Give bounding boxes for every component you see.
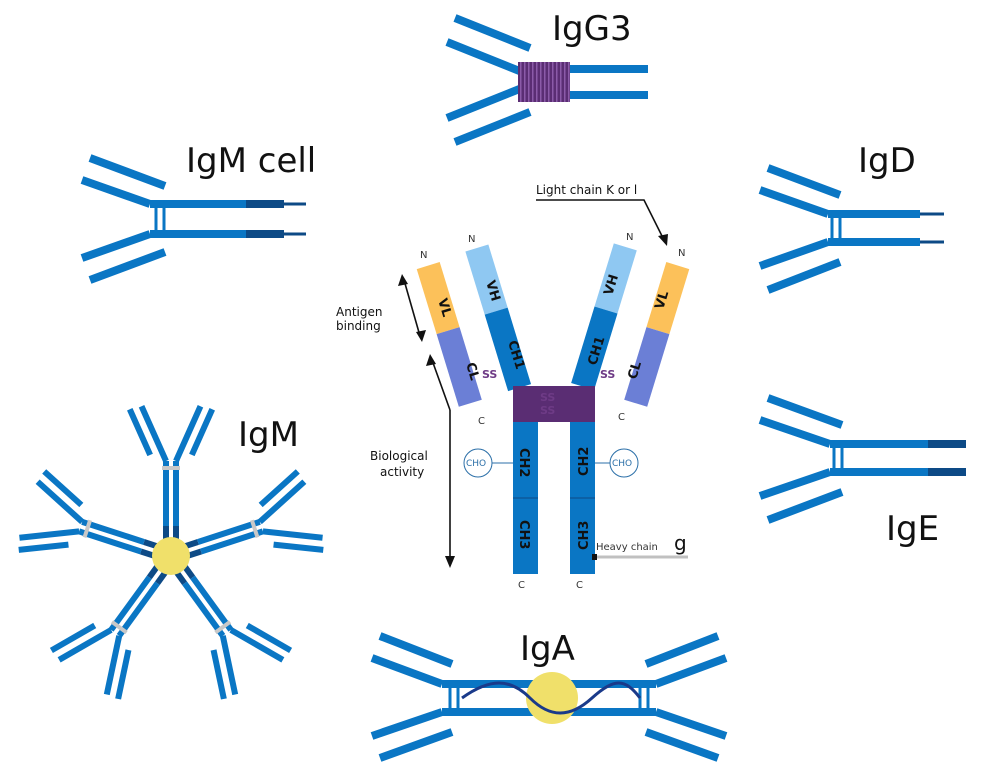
light-chain-pointer — [536, 199, 665, 241]
igm-monomer-2-light-arm — [258, 469, 300, 508]
left-heavy-c: C — [518, 580, 525, 591]
igm-cell-label: IgM cell — [186, 141, 316, 181]
igm-monomer-3-light-arm — [245, 622, 293, 654]
igg3-antibody: IgG3 — [445, 9, 648, 146]
right-vl-label: VL — [652, 289, 672, 311]
right-vh-label: VH — [601, 273, 621, 297]
right-light-c: C — [618, 412, 625, 423]
igm-monomer-3-light-arm — [210, 649, 227, 700]
antigen-binding-label-2: binding — [336, 319, 381, 333]
right-heavy-c: C — [576, 580, 583, 591]
igm-cell-antibody: IgM cell — [80, 141, 316, 284]
igg3-hinge — [518, 62, 570, 102]
right-vl-domain — [646, 262, 690, 335]
igm-monomer-2-heavy-arm — [257, 479, 307, 525]
igm-label: IgM — [238, 415, 299, 455]
right-cho-group — [609, 448, 639, 478]
igm-monomer-2-fc — [200, 528, 264, 555]
right-cho-label: CHO — [612, 459, 632, 469]
right-interchain-ss: SS — [600, 368, 615, 381]
igm-monomer-2-fc — [197, 519, 261, 545]
igm-monomer-1-heavy-arm — [138, 404, 169, 463]
hinge-ss-bottom: SS — [540, 404, 555, 417]
igm-monomer-5-light-arm — [18, 541, 69, 553]
igm-monomer-3-link — [214, 620, 232, 635]
igm-monomer-5-link — [82, 519, 92, 538]
left-vh-label: VH — [482, 279, 502, 303]
left-light-n: N — [420, 250, 427, 261]
left-cl-domain — [436, 327, 482, 407]
igm-pentamer — [18, 404, 324, 700]
igm-monomer-4-link — [110, 620, 128, 635]
igm-monomer-5-heavy-arm — [19, 528, 80, 541]
right-cl-domain — [624, 327, 670, 407]
right-ch1-domain — [571, 306, 618, 391]
igm-monomer-5-fc — [81, 519, 145, 545]
biological-activity-label-2: activity — [380, 465, 424, 479]
right-ch3-label: CH3 — [577, 521, 592, 550]
left-light-c: C — [478, 416, 485, 427]
iga-secretory-component — [461, 681, 642, 715]
igm-monomer-5-fc — [78, 528, 142, 555]
left-cho-group — [463, 448, 493, 478]
right-light-n: N — [678, 248, 685, 259]
left-ch3-domain — [513, 498, 538, 574]
igm-monomer-1-heavy-arm — [173, 404, 204, 463]
igm-monomer-4-fc — [116, 581, 160, 638]
igm-j-chain — [152, 537, 190, 575]
igm-monomer-3-heavy-arm — [219, 635, 239, 696]
igm-monomer-2-link — [250, 519, 260, 538]
right-ch2-label: CH2 — [577, 447, 592, 476]
hinge-region — [513, 386, 595, 422]
igm-monomer-4-fc — [108, 575, 152, 632]
igm-monomer-1-light-arm — [127, 408, 153, 457]
ige-antibody: IgE — [758, 394, 966, 549]
igm-monomer-5-light-arm — [42, 469, 84, 508]
heavy-chain-letter: g — [674, 531, 687, 555]
left-interchain-ss: SS — [482, 368, 497, 381]
igm-monomer-2-heavy-arm — [262, 528, 323, 541]
igd-antibody: IgD — [758, 141, 944, 294]
left-ch1-domain — [484, 307, 532, 392]
right-cl-label: CL — [625, 360, 645, 381]
biological-activity-label-1: Biological — [370, 449, 428, 463]
ige-label: IgE — [886, 509, 939, 549]
iga-j-chain — [526, 672, 578, 724]
iga-label: IgA — [520, 629, 575, 669]
left-cl-label: CL — [462, 361, 482, 382]
left-vl-label: VL — [434, 297, 454, 319]
right-ch2-domain — [570, 422, 595, 498]
igg3-label: IgG3 — [552, 9, 632, 49]
right-ch3-domain — [570, 498, 595, 574]
left-ch2-label: CH2 — [516, 448, 531, 477]
left-vh-domain — [465, 244, 508, 315]
heavy-chain-label: Heavy chain — [596, 542, 658, 553]
igm-monomer-4-light-arm — [49, 622, 97, 654]
igm-monomer-3-fc — [182, 581, 226, 638]
igm-monomer-3-heavy-arm — [229, 627, 285, 663]
igm-monomer-5-heavy-arm — [35, 479, 85, 525]
left-heavy-n: N — [468, 234, 475, 245]
igg-detailed-structure: VL VH CL CH1 VH VL CH1 CL CH2 CH3 CH2 CH… — [336, 183, 690, 591]
igm-monomer-4-heavy-arm — [103, 635, 123, 696]
igm-monomer-4-heavy-arm — [57, 627, 113, 663]
light-chain-label: Light chain K or l — [536, 183, 637, 197]
right-heavy-n: N — [626, 232, 633, 243]
iga-dimer: IgA — [370, 629, 728, 762]
igd-label: IgD — [858, 141, 916, 181]
left-cho-label: CHO — [466, 459, 486, 469]
right-vh-domain — [594, 243, 637, 314]
left-ch3-label: CH3 — [516, 520, 531, 549]
igm-monomer-1-light-arm — [189, 408, 215, 457]
igm-monomer-4-light-arm — [115, 649, 132, 700]
left-vl-domain — [416, 262, 460, 335]
igm-monomer-3-fc — [190, 575, 234, 632]
hinge-ss-top: SS — [540, 391, 555, 404]
igm-monomer-2-light-arm — [273, 541, 324, 553]
left-ch2-domain — [513, 422, 538, 498]
antigen-binding-label-1: Antigen — [336, 305, 382, 319]
